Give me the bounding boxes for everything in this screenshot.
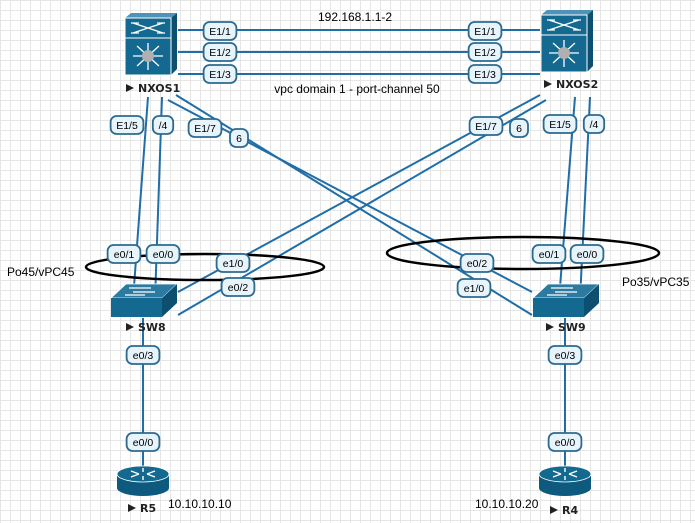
port-label-sw9-e02[interactable]: e0/2 <box>459 253 495 273</box>
port-label-sw9-e10[interactable]: e1/0 <box>456 278 492 298</box>
svg-text:e1/0: e1/0 <box>464 283 485 295</box>
annotation-r5-ip: 10.10.10.10 <box>168 497 232 511</box>
r4-router-icon[interactable] <box>538 465 592 496</box>
svg-text:e1/0: e1/0 <box>223 258 244 270</box>
svg-text:e0/1: e0/1 <box>539 249 560 261</box>
svg-text:E1/1: E1/1 <box>209 26 231 38</box>
svg-text:e0/0: e0/0 <box>577 249 598 261</box>
port-label-sw9-e03[interactable]: e0/3 <box>547 345 583 365</box>
svg-text:6: 6 <box>516 123 522 135</box>
port-label-sw8-e02[interactable]: e0/2 <box>220 277 256 297</box>
svg-text:E1/2: E1/2 <box>209 47 231 59</box>
port-label-nxos1-e15[interactable]: E1/5 <box>109 115 145 135</box>
node-start-icon[interactable] <box>126 84 134 92</box>
link-nxos1-sw8-a[interactable] <box>132 96 149 301</box>
svg-text:6: 6 <box>236 133 242 145</box>
port-label-nxos1-e16[interactable]: 6 <box>229 128 249 148</box>
node-start-icon[interactable] <box>550 506 558 514</box>
port-label-nxos2-e13[interactable]: E1/3 <box>467 64 503 84</box>
port-label-nxos1-e11[interactable]: E1/1 <box>202 21 238 41</box>
node-start-icon[interactable] <box>546 323 554 331</box>
svg-text:E1/7: E1/7 <box>194 123 216 135</box>
port-label-nxos2-e12[interactable]: E1/2 <box>467 42 503 62</box>
r5-label: R5 <box>140 502 156 515</box>
port-label-sw9-e01[interactable]: e0/1 <box>531 244 567 264</box>
node-start-icon[interactable] <box>126 323 134 331</box>
svg-text:E1/5: E1/5 <box>549 119 571 131</box>
port-label-sw8-e00[interactable]: e0/0 <box>145 244 181 264</box>
port-label-nxos1-e14[interactable]: /4 <box>151 115 175 135</box>
annotation-r4-ip: 10.10.10.20 <box>475 497 539 511</box>
port-label-nxos2-e16[interactable]: 6 <box>509 118 529 138</box>
svg-text:/4: /4 <box>159 120 168 132</box>
annotation-po-right: Po35/vPC35 <box>622 275 690 289</box>
annotation-vpc-domain: vpc domain 1 - port-channel 50 <box>274 82 440 96</box>
nxos2-label: NXOS2 <box>556 78 598 91</box>
annotation-po-left: Po45/vPC45 <box>7 265 75 279</box>
annotation-peer-link-ip: 192.168.1.1-2 <box>318 10 392 24</box>
svg-text:e0/2: e0/2 <box>228 282 249 294</box>
svg-text:e0/0: e0/0 <box>555 437 576 449</box>
port-label-nxos1-e13[interactable]: E1/3 <box>202 64 238 84</box>
svg-text:E1/1: E1/1 <box>474 26 496 38</box>
svg-text:e0/0: e0/0 <box>133 437 154 449</box>
svg-text:E1/3: E1/3 <box>209 69 231 81</box>
port-label-nxos2-e17[interactable]: E1/7 <box>468 116 504 136</box>
svg-text:E1/2: E1/2 <box>474 47 496 59</box>
svg-text:e0/3: e0/3 <box>555 350 576 362</box>
port-label-r4-e00[interactable]: e0/0 <box>547 432 583 452</box>
port-label-nxos1-e12[interactable]: E1/2 <box>202 42 238 62</box>
port-label-sw8-e03[interactable]: e0/3 <box>125 345 161 365</box>
r4-label: R4 <box>562 504 578 517</box>
svg-text:e0/1: e0/1 <box>114 249 135 261</box>
port-channel-po35-ellipse <box>385 235 661 271</box>
svg-text:/4: /4 <box>590 119 599 131</box>
nxos1-nexus-switch-icon[interactable] <box>124 13 177 76</box>
node-start-icon[interactable] <box>128 504 136 512</box>
r5-router-icon[interactable] <box>116 465 170 496</box>
svg-text:E1/7: E1/7 <box>475 121 497 133</box>
port-label-sw8-e10[interactable]: e1/0 <box>215 253 251 273</box>
svg-text:E1/3: E1/3 <box>474 69 496 81</box>
nxos2-nexus-switch-icon[interactable] <box>540 10 593 73</box>
port-channel-po45-ellipse <box>84 252 326 282</box>
port-label-sw9-e00[interactable]: e0/0 <box>569 244 605 264</box>
port-label-nxos1-e17[interactable]: E1/7 <box>187 118 223 138</box>
svg-text:E1/5: E1/5 <box>116 120 138 132</box>
port-label-nxos2-e14[interactable]: /4 <box>582 114 606 134</box>
sw9-switch-icon[interactable] <box>531 283 601 317</box>
port-label-sw8-e01[interactable]: e0/1 <box>106 244 142 264</box>
nxos1-label: NXOS1 <box>138 82 180 95</box>
port-label-nxos2-e15[interactable]: E1/5 <box>542 114 578 134</box>
sw9-label: SW9 <box>558 321 586 334</box>
svg-text:e0/0: e0/0 <box>153 249 174 261</box>
port-label-nxos2-e11[interactable]: E1/1 <box>467 21 503 41</box>
svg-text:e0/3: e0/3 <box>133 350 154 362</box>
svg-text:e0/2: e0/2 <box>467 258 488 270</box>
sw8-switch-icon[interactable] <box>109 283 179 317</box>
node-start-icon[interactable] <box>544 80 552 88</box>
port-label-r5-e00[interactable]: e0/0 <box>125 432 161 452</box>
sw8-label: SW8 <box>138 321 166 334</box>
